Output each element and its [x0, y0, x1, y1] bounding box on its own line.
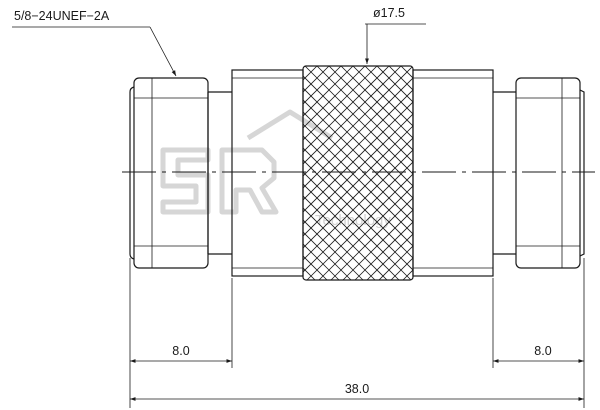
- knurl-line: [303, 66, 342, 280]
- knurl-line: [303, 66, 413, 280]
- knurl-line: [303, 66, 413, 280]
- knurl-line: [364, 66, 413, 280]
- watermark-logo: Technology: [160, 109, 391, 229]
- dim-overall-label: 38.0: [345, 382, 369, 396]
- left-body: [231, 69, 304, 277]
- knurl-line: [303, 66, 413, 280]
- knurl-line: [303, 66, 413, 280]
- knurl-line: [303, 66, 413, 280]
- knurl-line: [303, 66, 413, 280]
- knurl-line: [330, 66, 413, 280]
- knurl-line: [303, 66, 402, 280]
- knurl-line: [593, 66, 600, 280]
- knurl-line: [0, 66, 113, 280]
- right-hex-nut: [493, 77, 585, 269]
- knurl-line: [306, 66, 413, 280]
- knurl-line: [303, 66, 390, 280]
- knurl-line: [366, 66, 413, 280]
- diameter-callout-label: ø17.5: [373, 6, 405, 20]
- diameter-callout: ø17.5: [365, 6, 426, 64]
- knurl-line: [316, 66, 413, 280]
- knurl-line: [318, 66, 413, 280]
- knurl-line: [340, 66, 413, 280]
- knurl-line: [303, 66, 413, 280]
- thread-callout-label: 5/8−24UNEF−2A: [14, 9, 110, 23]
- knurl-line: [304, 66, 413, 280]
- knurl-line: [342, 66, 413, 280]
- knurl-line: [0, 66, 101, 280]
- right-body: [412, 69, 494, 277]
- knurled-center: [0, 65, 600, 281]
- knurl-line: [303, 66, 352, 280]
- knurl-line: [303, 66, 413, 280]
- knurl-line: [303, 66, 378, 280]
- knurl-line: [328, 66, 413, 280]
- knurl-line: [303, 66, 376, 280]
- knurl-line: [303, 66, 413, 280]
- knurl-line: [303, 66, 413, 280]
- knurl-line: [303, 66, 413, 280]
- knurl-line: [303, 66, 413, 280]
- knurl-line: [303, 66, 413, 280]
- knurl-line: [303, 66, 413, 280]
- knurl-line: [354, 66, 413, 280]
- dimension-lines: 8.0 8.0 38.0: [129, 258, 585, 408]
- knurl-line: [303, 66, 413, 280]
- knurl-line: [303, 66, 400, 280]
- knurl-line: [352, 66, 413, 280]
- knurl-line: [0, 66, 89, 280]
- knurl-line: [303, 66, 413, 280]
- thread-callout: 5/8−24UNEF−2A: [12, 9, 177, 77]
- knurl-line: [303, 66, 366, 280]
- dim-right-label: 8.0: [534, 344, 551, 358]
- dim-left-label: 8.0: [172, 344, 189, 358]
- knurl-line: [303, 66, 412, 280]
- knurl-line: [303, 66, 340, 280]
- knurl-line: [0, 66, 149, 280]
- knurl-line: [303, 66, 354, 280]
- knurl-line: [0, 66, 125, 280]
- knurl-line: [303, 66, 364, 280]
- knurl-line: [303, 66, 388, 280]
- knurl-line: [0, 66, 137, 280]
- knurl-line: [303, 66, 413, 280]
- watermark-tagline: Technology: [315, 212, 391, 229]
- left-hex-nut: [129, 77, 232, 269]
